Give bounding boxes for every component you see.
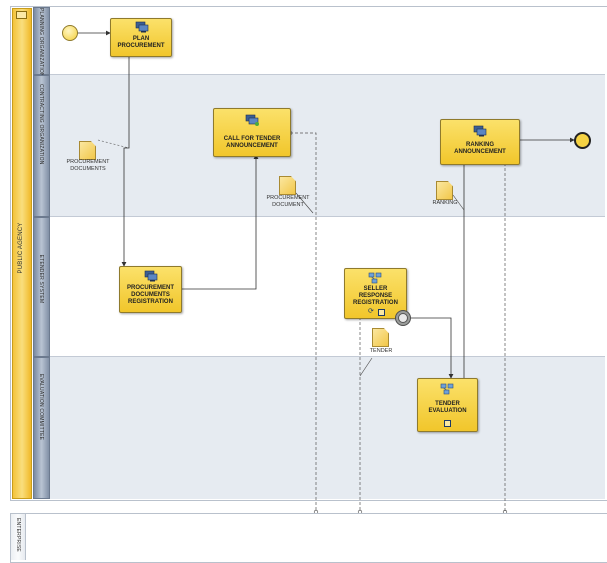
task-label: PROCUREMENT DOCUMENTS REGISTRATION xyxy=(126,285,174,305)
doc-label-tender: TENDER xyxy=(369,348,393,354)
task-plan-procurement[interactable]: PLAN PROCUREMENT xyxy=(110,18,172,57)
assoc-procurement-documents xyxy=(97,139,130,149)
lane-header-contracting[interactable]: CONTRACTING ORGANIZATION xyxy=(33,75,50,217)
lane-header-evaluation[interactable]: EVALUATION COMMITTEE xyxy=(33,357,50,499)
task-tender-evaluation[interactable]: TENDER EVALUATION xyxy=(417,378,478,432)
enterprise-label: ENTERPRISE xyxy=(15,518,21,552)
doc-label-procurement-documents: PROCUREMENT DOCUMENTS xyxy=(66,159,110,172)
task-label: SELLER RESPONSE REGISTRATION xyxy=(353,286,398,306)
lane-body-evaluation xyxy=(48,356,605,499)
task-label: CALL FOR TENDER ANNOUNCEMENT xyxy=(223,136,281,149)
subprocess-icon xyxy=(440,383,454,395)
assoc-procurement-document xyxy=(295,192,314,214)
expand-icon[interactable] xyxy=(378,309,385,316)
flow-plan-registration xyxy=(121,55,130,267)
subprocess-icon xyxy=(368,272,382,284)
end-event[interactable] xyxy=(574,132,591,149)
document-icon[interactable] xyxy=(372,328,389,347)
computer-icon xyxy=(135,21,149,33)
computer-icon xyxy=(473,125,487,137)
task-ranking-announcement[interactable]: RANKING ANNOUNCEMENT xyxy=(440,119,520,165)
collapse-icon[interactable] xyxy=(16,11,27,19)
start-event[interactable] xyxy=(62,25,78,41)
task-seller-response-registration[interactable]: SELLER RESPONSE REGISTRATION ⟳ xyxy=(344,268,407,319)
clock-icon xyxy=(398,313,408,323)
doc-label-ranking: RANKING xyxy=(432,200,458,206)
message-flow-call xyxy=(290,132,317,512)
lane-header-etender[interactable]: ETENDER SYSTEM xyxy=(33,217,50,357)
assoc-tender xyxy=(359,357,373,377)
pool-header[interactable]: PUBLIC AGENCY xyxy=(12,8,32,499)
task-label: PLAN PROCUREMENT xyxy=(117,36,165,49)
flow-timer-evaluation xyxy=(408,317,454,379)
timer-boundary-event[interactable] xyxy=(395,310,411,326)
computer-icon xyxy=(245,114,259,126)
enterprise-pool xyxy=(10,513,607,563)
document-icon[interactable] xyxy=(279,176,296,195)
task-label: RANKING ANNOUNCEMENT xyxy=(454,142,506,155)
flow-registration-call xyxy=(181,154,259,290)
lane-header-planning[interactable]: PLANNING ORGANIZATION xyxy=(33,7,50,77)
enterprise-pool-header[interactable]: ENTERPRISE xyxy=(11,514,26,560)
doc-label-procurement-document: PROCUREMENT DOCUMENT xyxy=(266,195,310,208)
task-procurement-documents-registration[interactable]: PROCUREMENT DOCUMENTS REGISTRATION xyxy=(119,266,182,313)
expand-icon[interactable] xyxy=(444,420,451,427)
computer-icon xyxy=(144,270,158,282)
assoc-ranking xyxy=(452,194,465,211)
document-icon[interactable] xyxy=(79,141,96,160)
task-call-for-tender[interactable]: CALL FOR TENDER ANNOUNCEMENT xyxy=(213,108,291,157)
task-label: TENDER EVALUATION xyxy=(428,401,467,414)
document-icon[interactable] xyxy=(436,181,453,200)
loop-icon: ⟳ xyxy=(368,308,374,315)
